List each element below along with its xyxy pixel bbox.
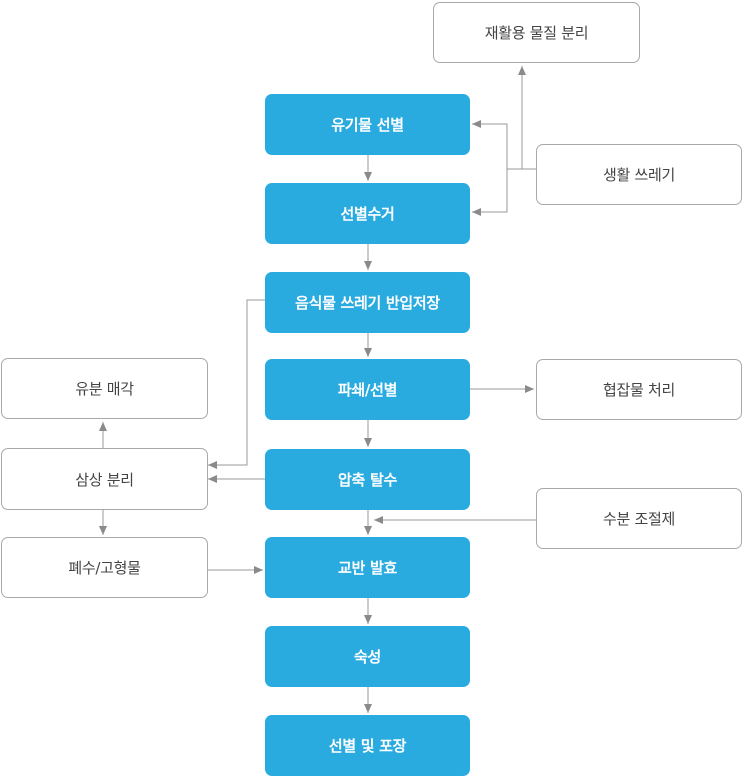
node-maturation: 숙성 <box>265 626 470 687</box>
arrow-storage-to-three-phase <box>208 299 265 469</box>
arrow-to-organic-sort <box>472 120 508 169</box>
node-moisture-agent: 수분 조절제 <box>536 488 742 549</box>
node-sort-package: 선별 및 포장 <box>265 715 470 776</box>
arrow-to-collection <box>472 169 508 216</box>
node-household-waste: 생활 쓰레기 <box>536 144 742 205</box>
node-sorted-collection: 선별수거 <box>265 183 470 244</box>
node-three-phase-separation: 삼상 분리 <box>1 448 208 510</box>
node-wastewater-solids: 폐수/고형물 <box>1 537 208 598</box>
node-mixed-disposal: 협잡물 처리 <box>536 359 742 420</box>
node-crush-sort: 파쇄/선별 <box>265 359 470 420</box>
node-organic-sort: 유기물 선별 <box>265 94 470 155</box>
node-recycle-separation: 재활용 물질 분리 <box>433 2 640 63</box>
node-oil-landfill: 유분 매각 <box>1 358 208 419</box>
node-mix-ferment: 교반 발효 <box>265 537 470 598</box>
node-compress-dewater: 압축 탈수 <box>265 449 470 510</box>
node-food-waste-storage: 음식물 쓰레기 반입저장 <box>265 272 470 333</box>
